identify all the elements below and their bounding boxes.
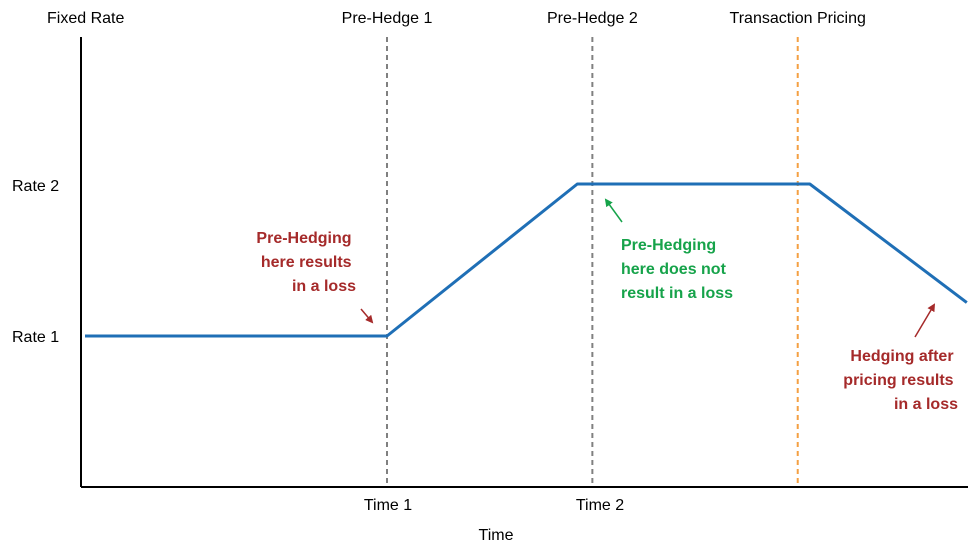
y-tick-label-rate-1: Rate 1 xyxy=(12,329,59,346)
annotation-1-line-3: in a loss xyxy=(292,278,356,295)
annotation-2-line-2: here does not xyxy=(621,261,727,278)
annotation-3-line-3: in a loss xyxy=(894,396,958,413)
marker-label-pre-hedge-1: Pre-Hedge 1 xyxy=(342,10,433,27)
annotation-3-line-2: pricing results xyxy=(843,372,953,389)
annotation-2-line-3: result in a loss xyxy=(621,285,733,302)
annotation-arrow-2 xyxy=(604,198,623,223)
annotation-1-line-2: here results xyxy=(261,254,352,271)
x-tick-label-time-2: Time 2 xyxy=(576,497,624,514)
y-tick-label-rate-2: Rate 2 xyxy=(12,178,59,195)
annotation-arrow-1 xyxy=(360,308,374,324)
annotation-2-line-1: Pre-Hedging xyxy=(621,237,716,254)
annotation-text-3: Hedging after pricing results in a loss xyxy=(843,348,958,413)
annotation-text-2: Pre-Hedging here does not result in a lo… xyxy=(621,237,733,302)
marker-label-transaction-pricing: Transaction Pricing xyxy=(730,10,866,27)
y-axis-title: Fixed Rate xyxy=(47,10,124,27)
annotation-3-line-1: Hedging after xyxy=(850,348,953,365)
marker-label-pre-hedge-2: Pre-Hedge 2 xyxy=(547,10,638,27)
series-line-fixed-rate xyxy=(85,182,968,338)
x-tick-label-time-1: Time 1 xyxy=(364,497,412,514)
annotation-text-1: Pre-Hedging here results in a loss xyxy=(256,230,356,295)
x-axis-title: Time xyxy=(479,527,514,544)
annotation-1-line-1: Pre-Hedging xyxy=(256,230,351,247)
annotation-arrow-3 xyxy=(914,303,936,338)
